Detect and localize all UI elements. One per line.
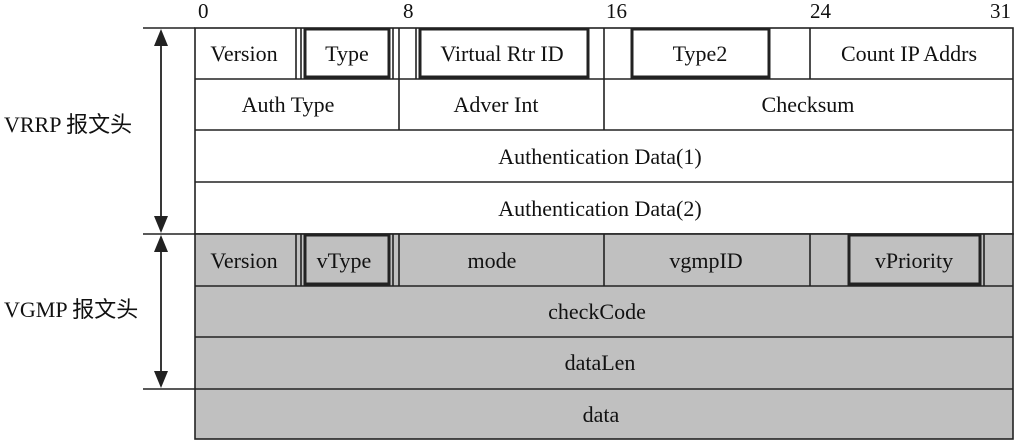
vgmp-mode-field: mode — [468, 248, 517, 273]
vgmp-checkcode-field: checkCode — [548, 299, 646, 324]
vrrp-type-box — [303, 27, 391, 79]
vrrp-auth-data-2-field: Authentication Data(2) — [498, 196, 701, 221]
vrrp-type2-field: Type2 — [673, 41, 728, 66]
vgmp-vtype-field: vType — [317, 248, 372, 273]
vrrp-auth-data-1-field: Authentication Data(1) — [498, 144, 701, 169]
bit-tick-16: 16 — [606, 0, 627, 23]
vgmp-vpriority-field: vPriority — [875, 248, 953, 273]
vrrp-type-field: Type — [325, 41, 369, 66]
vgmp-datalen-field: dataLen — [565, 350, 636, 375]
vrrp-type2-box — [630, 27, 771, 79]
vrrp-version-field: Version — [210, 41, 277, 66]
bit-tick-31: 31 — [990, 0, 1011, 23]
payload-data-field: data — [583, 402, 620, 427]
vrrp-auth-type-field: Auth Type — [242, 92, 335, 117]
vrrp-virtual-rtr-id-field: Virtual Rtr ID — [440, 41, 563, 66]
header-span-markers: VRRP 报文头 VGMP 报文头 — [4, 27, 195, 390]
vgmp-header: Version vType mode vgmpID vPriority chec… — [194, 233, 1014, 440]
vrrp-header: Version Type Virtual Rtr ID Type2 Count … — [194, 27, 1014, 235]
vgmp-vtype-box — [303, 233, 391, 286]
vgmp-vpriority-box — [847, 233, 982, 286]
bit-tick-0: 0 — [198, 0, 209, 23]
vgmp-version-field: Version — [210, 248, 277, 273]
bit-position-axis: 0 8 16 24 31 — [198, 0, 1011, 23]
vrrp-checksum-field: Checksum — [762, 92, 855, 117]
bit-tick-24: 24 — [810, 0, 832, 23]
vrrp-virtual-rtr-id-box — [418, 27, 590, 79]
vgmp-vgmpid-field: vgmpID — [669, 248, 742, 273]
bit-tick-8: 8 — [403, 0, 414, 23]
vrrp-count-ip-addrs-field: Count IP Addrs — [841, 41, 977, 66]
vgmp-header-label: VGMP 报文头 — [4, 297, 138, 322]
vrrp-adver-int-field: Adver Int — [454, 92, 539, 117]
vrrp-header-label: VRRP 报文头 — [4, 112, 132, 137]
